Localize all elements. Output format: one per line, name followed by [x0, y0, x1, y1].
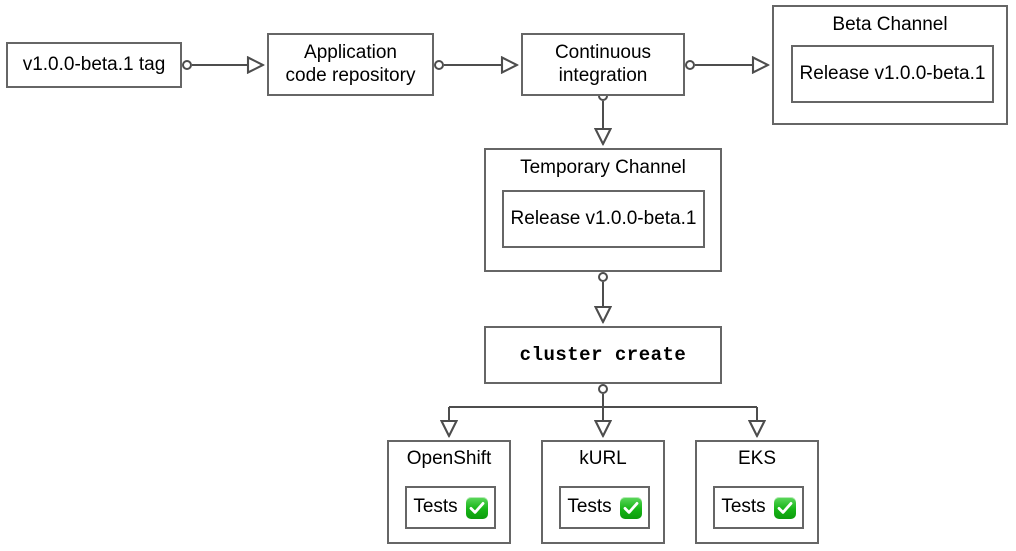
white-check-mark-icon	[773, 496, 796, 519]
group-openshift-title: OpenShift	[406, 448, 492, 469]
group-temporary-channel-title: Temporary Channel	[520, 157, 686, 178]
node-openshift-tests[interactable]: Tests	[405, 486, 496, 529]
edge-fanout-bus	[448, 394, 757, 436]
node-temporary-channel-release[interactable]: Release v1.0.0-beta.1	[502, 190, 705, 248]
node-application-code-repository-label: Application code repository	[285, 42, 416, 86]
group-beta-channel[interactable]: Beta Channel Release v1.0.0-beta.1	[772, 5, 1008, 125]
edge-source-dot-repo	[434, 60, 444, 70]
node-continuous-integration-label: Continuous integration	[554, 42, 652, 86]
node-cluster-create-command-label: cluster create	[519, 343, 687, 366]
group-eks[interactable]: EKS Tests	[695, 440, 819, 544]
edge-source-dot-cluster-create	[598, 384, 608, 394]
node-beta-channel-release[interactable]: Release v1.0.0-beta.1	[791, 45, 994, 103]
edge-source-dot-tag	[182, 60, 192, 70]
white-check-mark-icon	[619, 496, 642, 519]
node-cluster-create-command[interactable]: cluster create	[484, 326, 722, 384]
white-check-mark-icon	[465, 496, 488, 519]
node-temporary-channel-release-label: Release v1.0.0-beta.1	[510, 207, 697, 229]
group-kurl-title: kURL	[579, 448, 627, 469]
edge-source-dot-ci-right	[685, 60, 695, 70]
group-eks-title: EKS	[737, 448, 777, 469]
node-version-tag[interactable]: v1.0.0-beta.1 tag	[6, 42, 182, 88]
node-kurl-tests-label: Tests	[567, 496, 612, 518]
node-continuous-integration[interactable]: Continuous integration	[521, 33, 685, 96]
node-openshift-tests-label: Tests	[413, 496, 458, 518]
node-eks-tests[interactable]: Tests	[713, 486, 804, 529]
node-eks-tests-label: Tests	[721, 496, 766, 518]
node-application-code-repository[interactable]: Application code repository	[267, 33, 434, 96]
group-beta-channel-title: Beta Channel	[832, 14, 948, 35]
node-beta-channel-release-label: Release v1.0.0-beta.1	[799, 62, 986, 84]
edge-source-dot-temp-channel	[598, 272, 608, 282]
node-version-tag-label: v1.0.0-beta.1 tag	[22, 53, 166, 75]
group-openshift[interactable]: OpenShift Tests	[387, 440, 511, 544]
group-temporary-channel[interactable]: Temporary Channel Release v1.0.0-beta.1	[484, 148, 722, 272]
group-kurl[interactable]: kURL Tests	[541, 440, 665, 544]
node-kurl-tests[interactable]: Tests	[559, 486, 650, 529]
